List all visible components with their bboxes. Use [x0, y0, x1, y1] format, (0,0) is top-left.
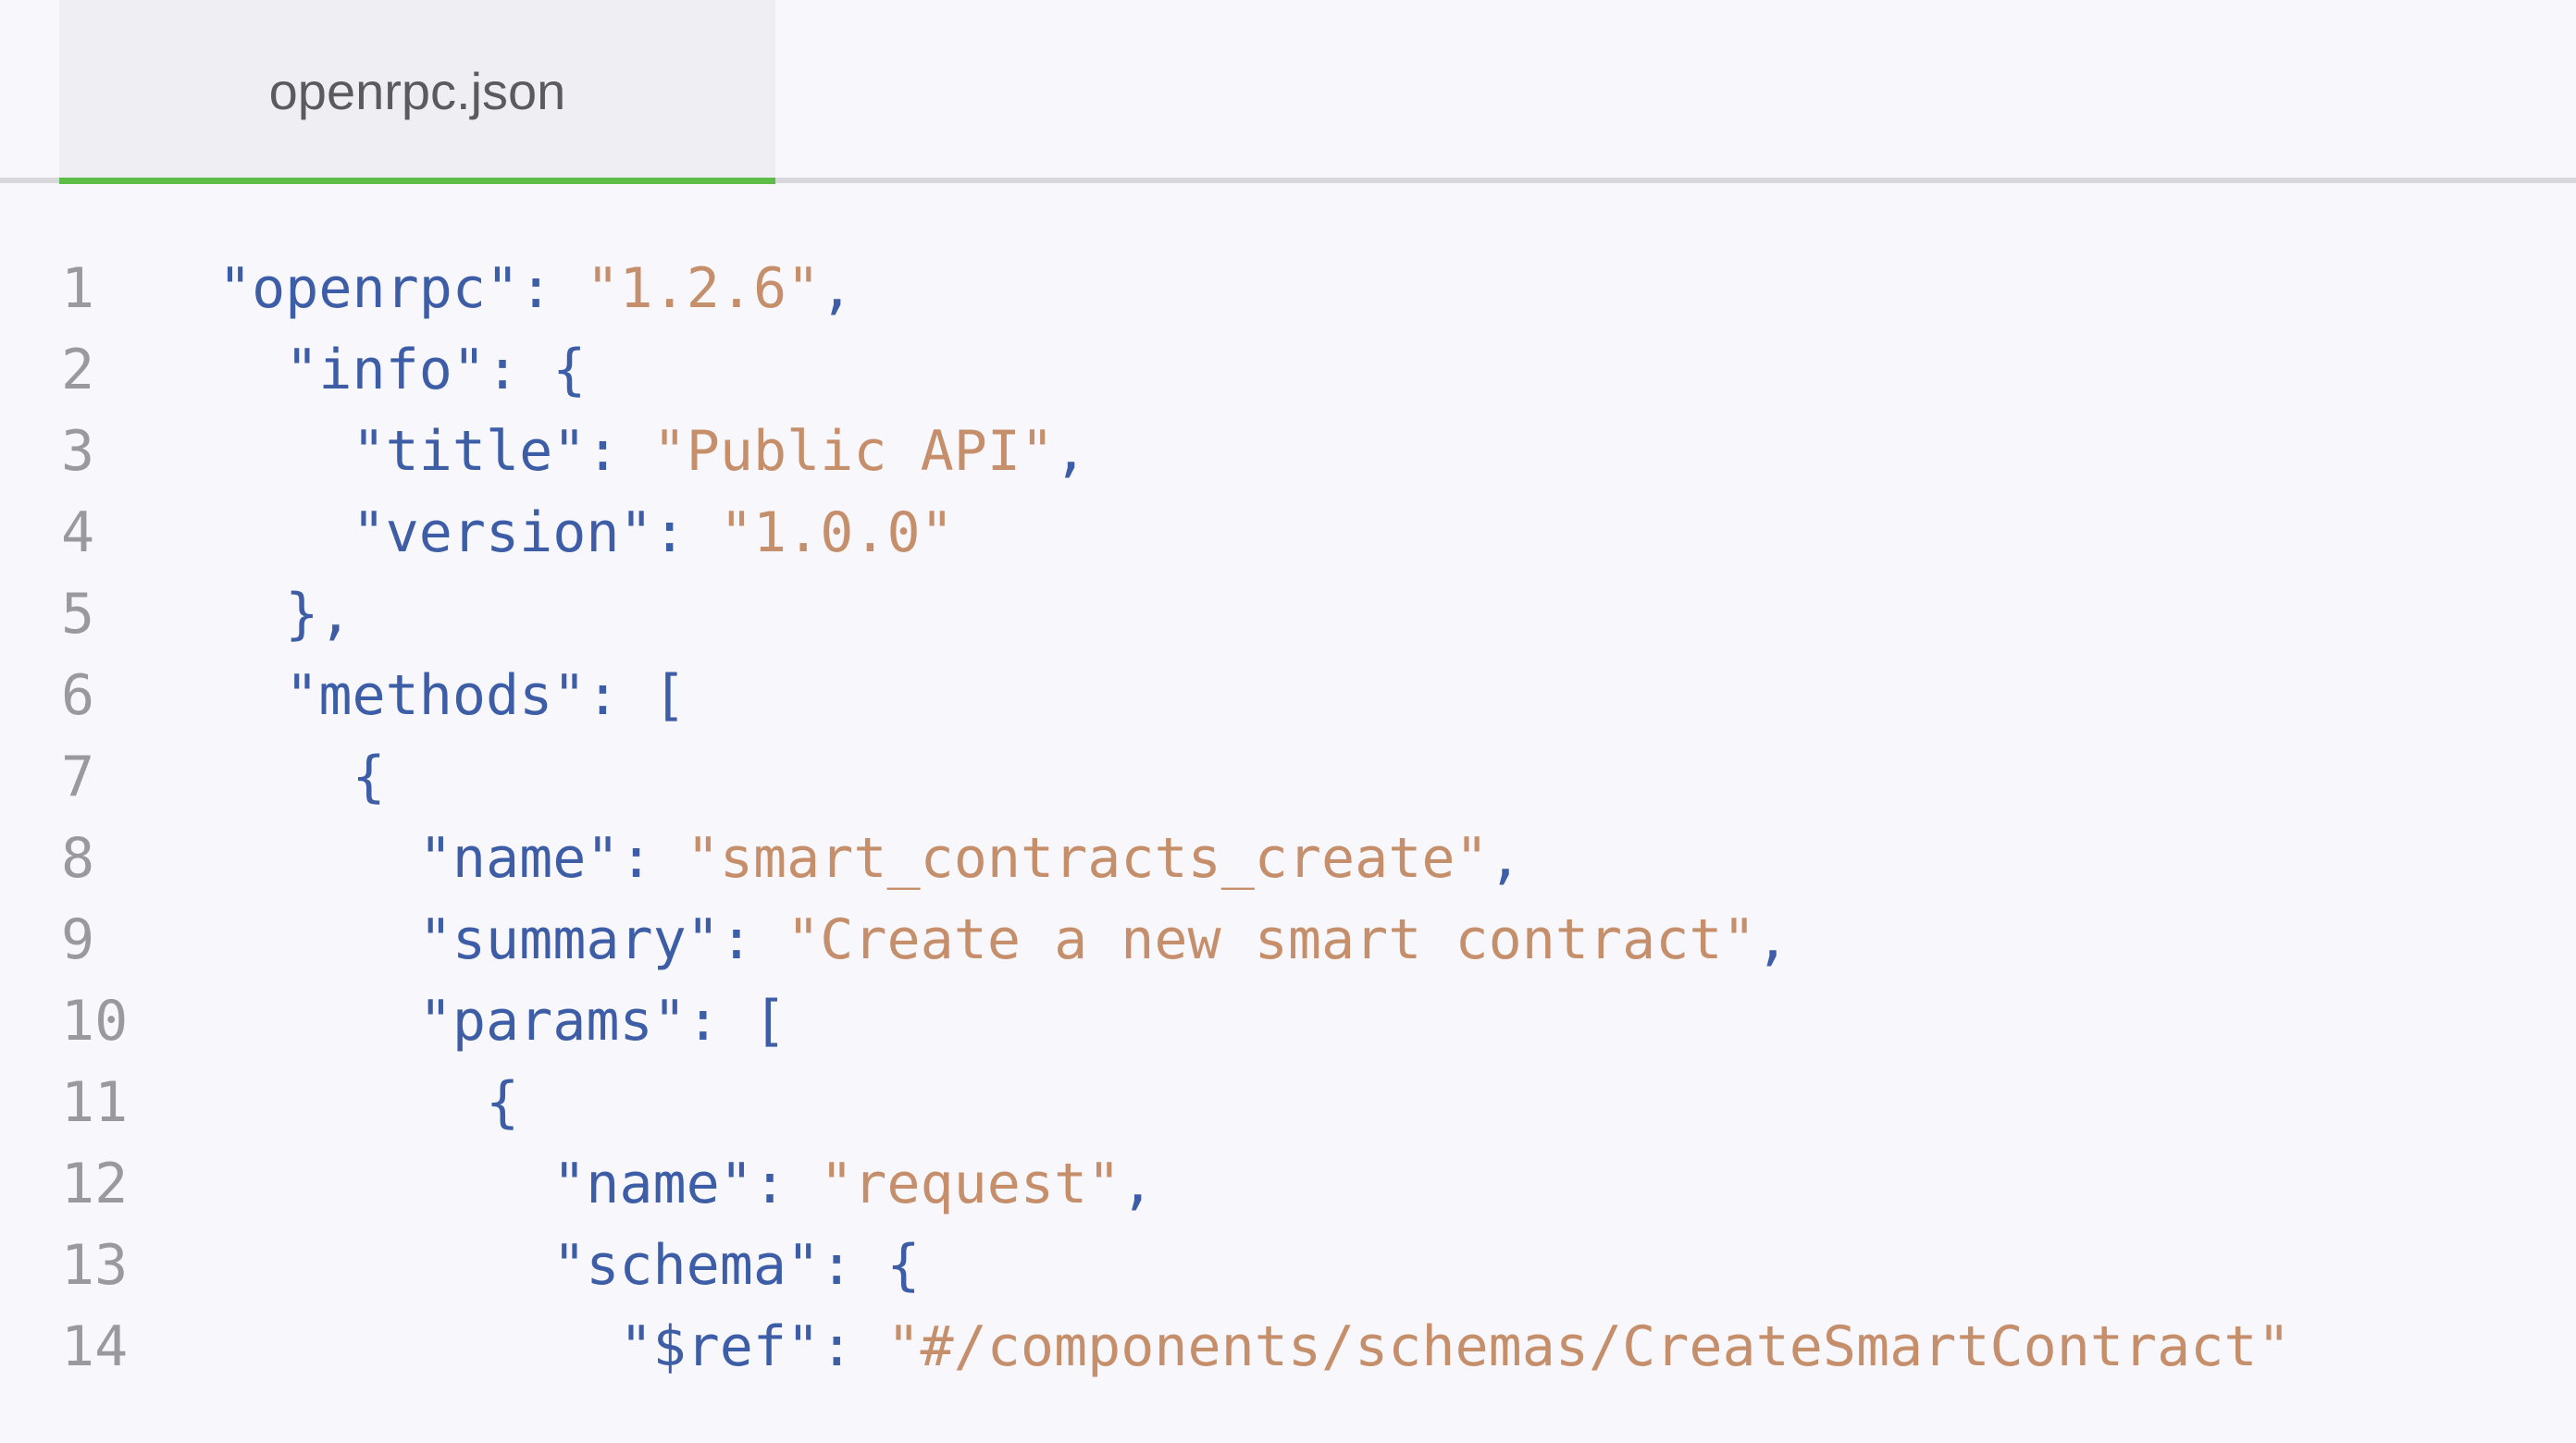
line-number: 11 [61, 1070, 129, 1135]
line-number: 13 [61, 1233, 129, 1298]
code-line: 6 "methods": [ [0, 655, 2576, 736]
line-number: 2 [61, 338, 95, 402]
json-punctuation: : { [485, 338, 587, 402]
json-punctuation: , [1488, 826, 1522, 891]
code-editor[interactable]: 1"openrpc": "1.2.6",2"info": {3"title": … [0, 248, 2576, 1388]
json-punctuation: : { [820, 1233, 921, 1298]
json-punctuation: : [ [586, 663, 687, 728]
line-code: "openrpc": "1.2.6", [218, 248, 853, 329]
code-line: 4 "version": "1.0.0" [0, 492, 2576, 574]
line-code: "name": "smart_contracts_create", [218, 818, 1522, 899]
line-code: }, [218, 574, 352, 655]
json-punctuation: : [586, 419, 653, 484]
line-code: "version": "1.0.0" [218, 492, 954, 574]
line-number: 7 [61, 745, 95, 809]
line-number: 8 [61, 826, 95, 891]
line-code: "name": "request", [218, 1143, 1154, 1225]
line-code: "summary": "Create a new smart contract"… [218, 899, 1790, 980]
json-punctuation: , [1755, 907, 1790, 972]
json-punctuation: : [820, 1314, 887, 1379]
code-line: 1 "openrpc": "1.2.6", [0, 248, 2576, 329]
json-punctuation: : [ [686, 989, 787, 1054]
line-code: "methods": [ [218, 655, 687, 736]
tab-bar-divider [0, 178, 2576, 183]
json-punctuation: { [352, 745, 386, 809]
json-punctuation: , [820, 256, 854, 321]
line-number: 12 [61, 1152, 129, 1216]
line-number: 3 [61, 419, 95, 484]
json-punctuation: : [719, 907, 787, 972]
json-key: "name" [552, 1152, 753, 1216]
line-code: { [218, 736, 386, 818]
line-code: "params": [ [218, 980, 786, 1062]
json-string: "1.0.0" [719, 500, 954, 565]
tab-openrpc-json[interactable]: openrpc.json [59, 0, 775, 178]
tab-label: openrpc.json [268, 62, 566, 120]
json-punctuation: }, [285, 582, 353, 647]
json-key: "openrpc" [218, 256, 520, 321]
code-line: 11 { [0, 1062, 2576, 1143]
json-string: "#/components/schemas/CreateSmartContrac… [886, 1314, 2291, 1379]
code-line: 3 "title": "Public API", [0, 411, 2576, 492]
line-number: 14 [61, 1314, 129, 1379]
json-key: "title" [352, 419, 587, 484]
line-code: { [218, 1062, 519, 1143]
json-punctuation: : [619, 826, 687, 891]
line-number: 10 [61, 989, 129, 1054]
json-string: "request" [820, 1152, 1121, 1216]
line-code: "$ref": "#/components/schemas/CreateSmar… [218, 1306, 2291, 1388]
json-string: "Public API" [652, 419, 1055, 484]
json-key: "$ref" [619, 1314, 821, 1379]
line-code: "info": { [218, 329, 586, 411]
code-line: 7{ [0, 736, 2576, 818]
json-string: "smart_contracts_create" [686, 826, 1489, 891]
line-number: 6 [61, 663, 95, 728]
line-number: 9 [61, 907, 95, 972]
json-punctuation: : [752, 1152, 821, 1216]
tab-bar: openrpc.json [0, 0, 2576, 184]
line-number: 4 [61, 500, 95, 565]
code-line: 12 "name": "request", [0, 1143, 2576, 1225]
json-punctuation: , [1121, 1152, 1155, 1216]
json-key: "summary" [418, 907, 720, 972]
json-string: "Create a new smart contract" [786, 907, 1756, 972]
json-punctuation: { [485, 1070, 520, 1135]
json-punctuation: , [1054, 419, 1088, 484]
line-code: "title": "Public API", [218, 411, 1087, 492]
json-key: "version" [352, 500, 653, 565]
json-key: "methods" [285, 663, 587, 728]
active-tab-indicator [59, 178, 775, 184]
code-line: 8 "name": "smart_contracts_create", [0, 818, 2576, 899]
json-key: "name" [418, 826, 620, 891]
json-punctuation: : [652, 500, 720, 565]
code-line: 10 "params": [ [0, 980, 2576, 1062]
json-string: "1.2.6" [586, 256, 821, 321]
line-number: 5 [61, 582, 95, 647]
line-code: "schema": { [218, 1225, 921, 1306]
line-number: 1 [61, 256, 95, 321]
code-line: 2 "info": { [0, 329, 2576, 411]
code-line: 13 "schema": { [0, 1225, 2576, 1306]
json-punctuation: : [519, 256, 587, 321]
json-key: "schema" [552, 1233, 821, 1298]
json-key: "info" [285, 338, 486, 402]
code-line: 14 "$ref": "#/components/schemas/CreateSm… [0, 1306, 2576, 1388]
code-line: 5}, [0, 574, 2576, 655]
json-key: "params" [418, 989, 687, 1054]
code-line: 9 "summary": "Create a new smart contract… [0, 899, 2576, 980]
